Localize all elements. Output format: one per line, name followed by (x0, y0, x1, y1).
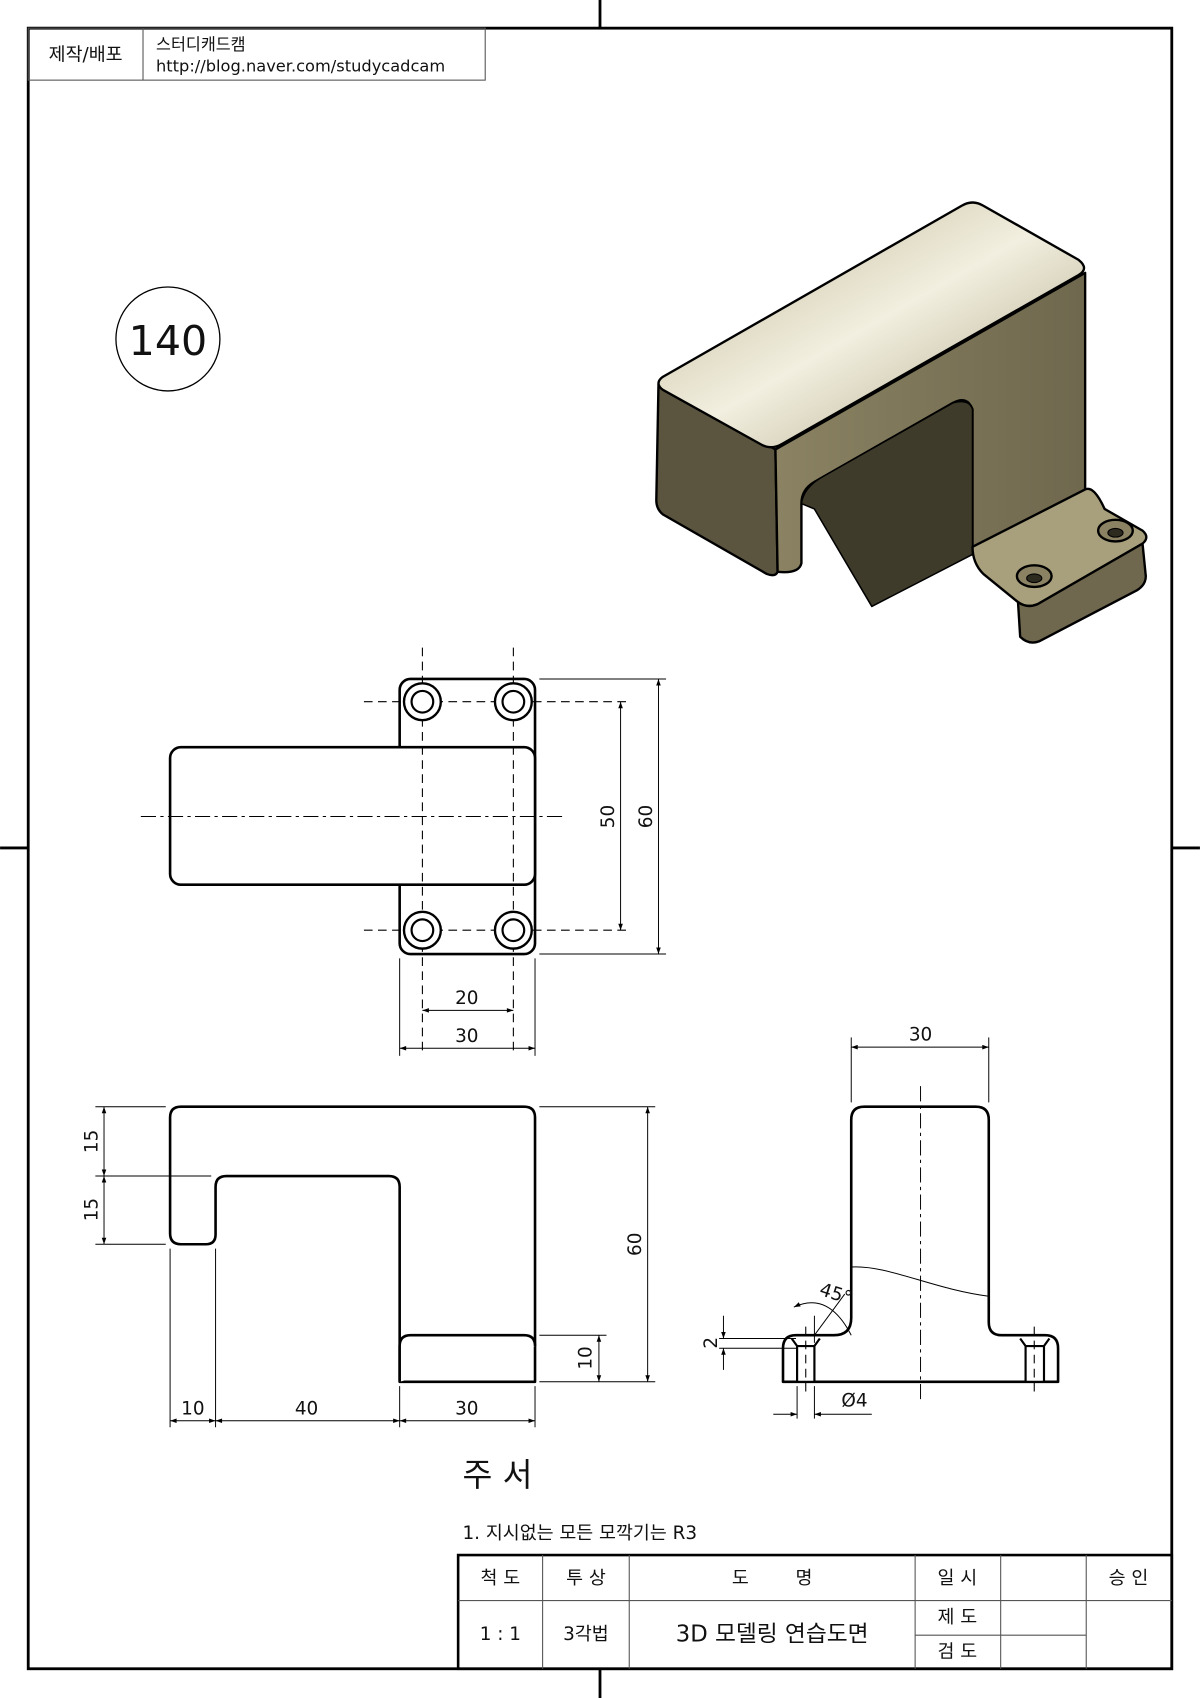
dim-text-15: 15 (82, 1130, 103, 1153)
dim-text-hole-diameter: Ø4 (841, 1391, 867, 1412)
dim-text-30: 30 (455, 1026, 478, 1047)
dim-text-10: 10 (181, 1398, 204, 1419)
dim-text-30: 30 (909, 1025, 932, 1046)
dim-text-30: 30 (455, 1398, 478, 1419)
dim-text-2: 2 (701, 1337, 722, 1349)
drafted-label: 제 도 (938, 1607, 978, 1628)
dim-text-10: 10 (575, 1346, 596, 1369)
model-hole-inner (1107, 527, 1124, 538)
approval-label: 승 인 (1109, 1568, 1149, 1589)
model-flange-front (1016, 542, 1147, 644)
side-section-view: 30 45° 2 Ø4 (701, 1025, 1060, 1419)
dim-text-60: 60 (636, 805, 657, 828)
projection-label: 투 상 (566, 1568, 606, 1589)
drawing-name-label: 도 명 (732, 1568, 813, 1589)
note-item: 1. 지시없는 모든 모깍기는 R3 (462, 1523, 697, 1544)
foot-outline (398, 1333, 537, 1382)
model-end-face (655, 383, 779, 577)
dim-text-40: 40 (295, 1398, 318, 1419)
title-block: 척 도 투 상 도 명 일 시 승 인 1 : 1 3각법 3D 모델링 연습도… (456, 1553, 1174, 1671)
mounting-holes (402, 682, 533, 950)
model-arch-interior (800, 400, 974, 608)
checked-label: 검 도 (938, 1642, 978, 1663)
dim-text-60: 60 (625, 1233, 646, 1256)
publisher-name: 스터디캐드캠 (156, 35, 246, 54)
dim-text-20: 20 (455, 988, 478, 1009)
publisher-label: 제작/배포 (49, 45, 123, 66)
publisher-box: 제작/배포 스터디캐드캠 http://blog.naver.com/study… (27, 27, 486, 81)
notes-title: 주 서 (462, 1456, 532, 1494)
scale-label: 척 도 (481, 1568, 521, 1589)
body-outline (168, 745, 537, 887)
drawing-name: 3D 모델링 연습도면 (676, 1622, 869, 1648)
model-top-face (657, 201, 1086, 449)
angle-arc (793, 1302, 852, 1336)
drawing-number-circle (115, 286, 221, 392)
front-view: 15 15 60 10 10 40 30 (82, 1105, 656, 1428)
model-hole-inner (1026, 573, 1043, 584)
counterbored-hole (790, 1337, 1051, 1383)
front-outline (168, 1105, 537, 1384)
projection-value: 3각법 (563, 1624, 609, 1645)
date-label: 일 시 (938, 1568, 978, 1589)
dim-text-50: 50 (598, 805, 619, 828)
dim-text-15: 15 (82, 1198, 103, 1221)
scale-value: 1 : 1 (480, 1624, 521, 1645)
break-line (851, 1266, 989, 1297)
top-view: 50 60 20 30 (140, 647, 667, 1056)
publisher-url[interactable]: http://blog.naver.com/studycadcam (156, 56, 445, 75)
isometric-model-view (655, 201, 1148, 644)
drawing-number: 140 (129, 317, 208, 365)
